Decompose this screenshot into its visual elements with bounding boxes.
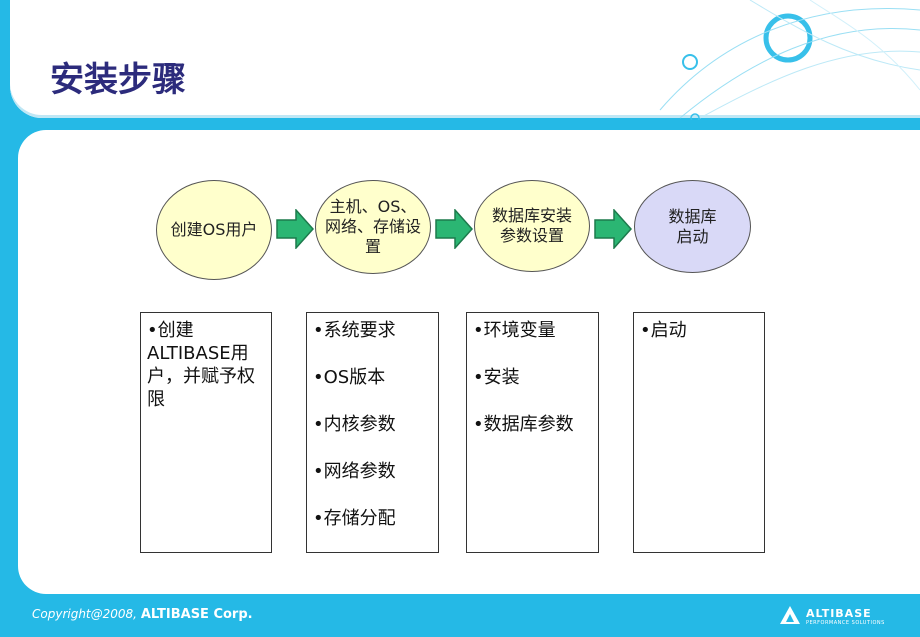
step-create-os-user: 创建OS用户 — [156, 180, 272, 280]
step-label: 创建OS用户 — [170, 220, 258, 239]
footer-copyright: Copyright@2008, ALTIBASE Corp. — [32, 607, 253, 622]
detail-item: •网络参数 — [313, 461, 396, 482]
detail-item: •启动 — [640, 320, 687, 341]
detail-item: •内核参数 — [313, 414, 396, 435]
decorative-swirl — [659, 0, 920, 120]
right-arrow-icon — [276, 209, 314, 249]
detail-item: •系统要求 — [313, 320, 396, 341]
detail-item: •存储分配 — [313, 508, 396, 529]
logo-subtext: PERFORMANCE SOLUTIONS — [806, 620, 885, 626]
step-db-start: 数据库启动 — [634, 180, 751, 273]
detail-item: •数据库参数 — [473, 414, 574, 435]
step-host-os-setup: 主机、OS、网络、存储设置 — [315, 180, 431, 274]
detail-item: •OS版本 — [313, 367, 386, 388]
right-arrow-icon — [435, 209, 473, 249]
slide-title: 安装步骤 — [50, 60, 186, 100]
step-label: 数据库安装参数设置 — [491, 206, 572, 245]
detail-item: •环境变量 — [473, 320, 556, 341]
step-label: 数据库启动 — [668, 206, 717, 246]
company-name: ALTIBASE Corp. — [140, 607, 253, 622]
step-label: 主机、OS、网络、存储设置 — [324, 197, 421, 256]
detail-box-start: •启动 — [633, 312, 765, 553]
detail-box-install: •环境变量 •安装 •数据库参数 — [466, 312, 599, 553]
right-arrow-icon — [594, 209, 632, 249]
logo-text: ALTIBASE — [806, 607, 872, 620]
detail-item: •安装 — [473, 367, 520, 388]
altibase-logo-icon — [780, 606, 800, 624]
step-db-install-params: 数据库安装参数设置 — [474, 180, 590, 272]
copyright-text: Copyright@2008, — [32, 607, 137, 621]
detail-box-create-user: •创建ALTIBASE用户，并赋予权限 — [140, 312, 272, 553]
detail-item: •创建ALTIBASE用户，并赋予权限 — [147, 320, 255, 410]
detail-box-system: •系统要求 •OS版本 •内核参数 •网络参数 •存储分配 — [306, 312, 439, 553]
